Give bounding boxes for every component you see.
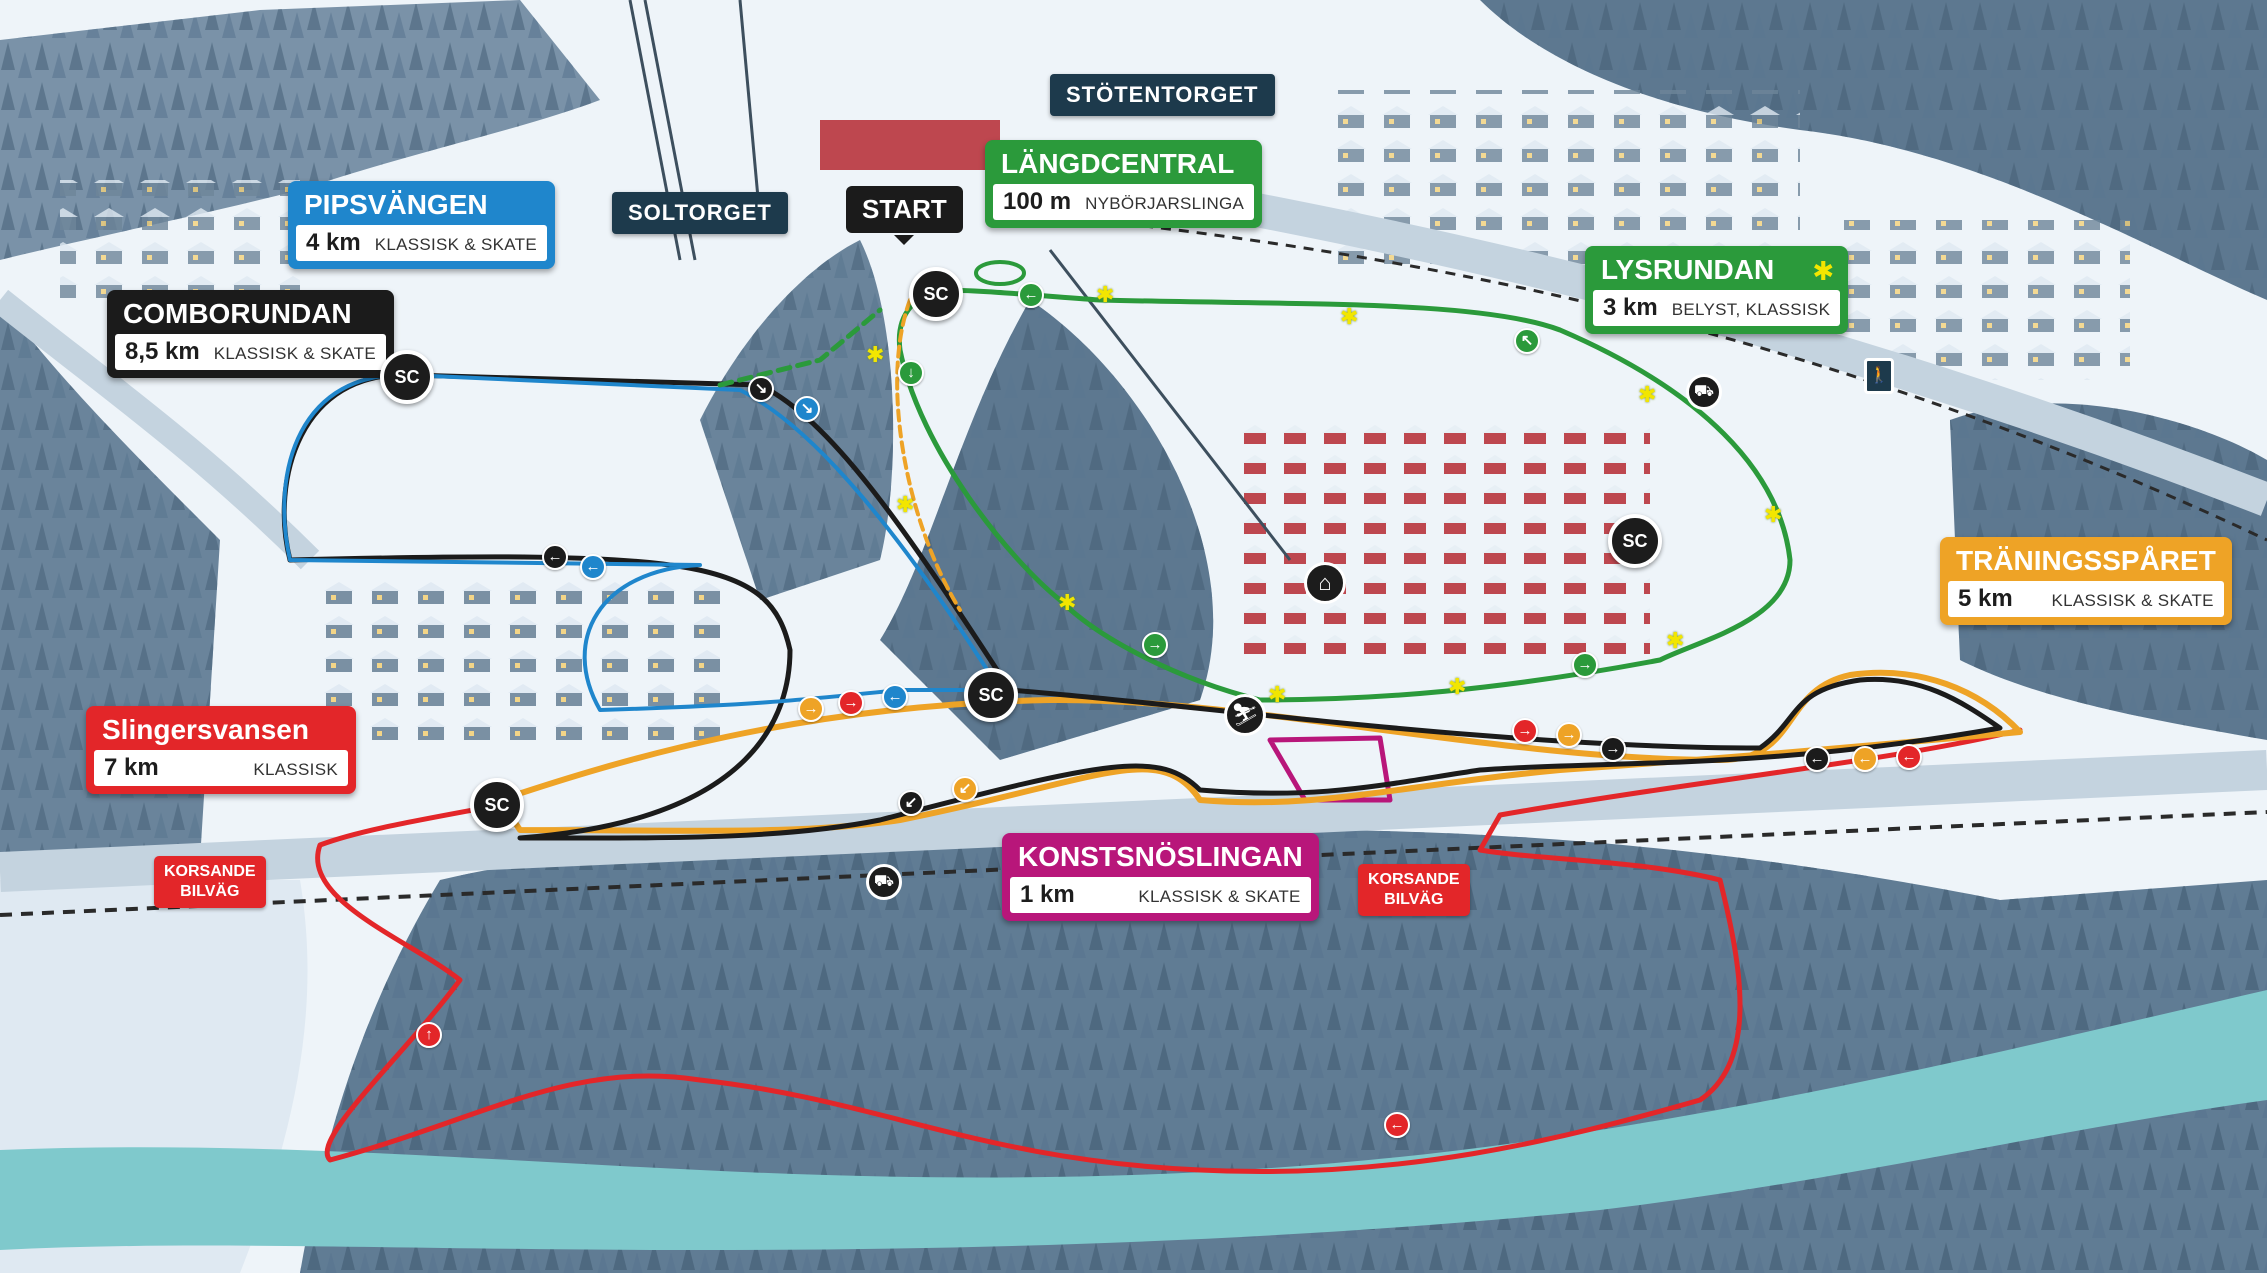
trail-info: 8,5 km KLASSISK & SKATE [115, 334, 386, 370]
sc-marker[interactable]: SC [470, 778, 524, 832]
direction-arrow-icon: ↘ [748, 376, 774, 402]
snowflake-icon: ✱ [1096, 282, 1115, 307]
trail-name: COMBORUNDAN [123, 298, 352, 329]
trail-style: KLASSISK & SKATE [374, 235, 537, 254]
snowflake-icon: ✱ [1448, 674, 1467, 699]
start-label: START [846, 186, 963, 245]
direction-arrow-icon: ← [580, 554, 606, 580]
trail-label-slingersvansen[interactable]: Slingersvansen 7 km KLASSISK [86, 706, 356, 794]
shelter-icon[interactable]: ⌂ [1304, 562, 1346, 604]
direction-arrow-icon: → [1600, 736, 1626, 762]
direction-arrow-icon: ↙ [952, 776, 978, 802]
direction-arrow-icon: → [1142, 632, 1168, 658]
sc-marker[interactable]: SC [909, 267, 963, 321]
snowflake-icon: ✱ [1764, 502, 1783, 527]
snowflake-icon: ✱ [1058, 590, 1077, 615]
snowmobile-icon[interactable]: ⛟ [866, 864, 902, 900]
sc-marker[interactable]: SC [380, 350, 434, 404]
villages [60, 90, 2130, 750]
trail-distance: 4 km [306, 229, 361, 256]
trail-name: LYSRUNDAN [1601, 254, 1775, 285]
direction-arrow-icon: ← [1852, 746, 1878, 772]
direction-arrow-icon: ↘ [794, 396, 820, 422]
snowflake-icon: ✱ [896, 492, 915, 517]
place-label-soltorget: SOLTORGET [612, 192, 788, 234]
direction-arrow-icon: ↓ [898, 360, 924, 386]
trail-style: NYBÖRJARSLINGA [1085, 194, 1245, 213]
river [0, 990, 2267, 1250]
snowflake-icon: ✱ [1638, 382, 1657, 407]
snowflake-icon: ✱ [1812, 256, 1835, 286]
trail-style: KLASSISK & SKATE [213, 344, 376, 363]
snowflake-icon: ✱ [866, 342, 885, 367]
trail-name: Slingersvansen [102, 714, 309, 745]
trail-info: 7 km KLASSISK [94, 750, 348, 786]
direction-arrow-icon: → [1512, 718, 1538, 744]
trail-info: 1 km KLASSISK & SKATE [1010, 877, 1311, 913]
road-crossing-warning-left: KORSANDE BILVÄG [154, 856, 266, 908]
trail-style: BELYST, KLASSISK [1671, 300, 1831, 319]
trail-name: LÄNGDCENTRAL [1001, 148, 1235, 179]
trail-name: KONSTSNÖSLINGAN [1018, 841, 1303, 872]
direction-arrow-icon: → [1556, 722, 1582, 748]
trail-info: 4 km KLASSISK & SKATE [296, 225, 547, 261]
trail-distance: 1 km [1020, 881, 1075, 908]
trail-distance: 100 m [1003, 188, 1072, 215]
trail-distance: 8,5 km [125, 338, 200, 365]
direction-arrow-icon: ← [542, 544, 568, 570]
direction-arrow-icon: ← [1384, 1112, 1410, 1138]
trail-label-pipsvangen[interactable]: PIPSVÄNGEN 4 km KLASSISK & SKATE [288, 181, 555, 269]
trail-style: KLASSISK [253, 760, 338, 779]
sc-marker[interactable]: SC [964, 668, 1018, 722]
trail-label-lysrundan[interactable]: ✱ LYSRUNDAN 3 km BELYST, KLASSISK [1585, 246, 1849, 334]
trail-distance: 7 km [104, 754, 159, 781]
trail-info: 5 km KLASSISK & SKATE [1948, 581, 2224, 617]
direction-arrow-icon: → [1572, 652, 1598, 678]
pedestrian-icon: 🚶 [1864, 358, 1894, 394]
sc-marker[interactable]: SC [1608, 514, 1662, 568]
trail-label-comborundan[interactable]: COMBORUNDAN 8,5 km KLASSISK & SKATE [107, 290, 394, 378]
snowflake-icon: ✱ [1268, 682, 1287, 707]
place-label-stotentorget: STÖTENTORGET [1050, 74, 1275, 116]
trail-label-konstsnoslingan[interactable]: KONSTSNÖSLINGAN 1 km KLASSISK & SKATE [1002, 833, 1319, 921]
trail-info: 3 km BELYST, KLASSISK [1593, 290, 1841, 326]
direction-arrow-icon: → [798, 696, 824, 722]
direction-arrow-icon: → [838, 690, 864, 716]
trail-label-traningssparet[interactable]: TRÄNINGSSPÅRET 5 km KLASSISK & SKATE [1940, 537, 2232, 625]
direction-arrow-icon: ← [882, 684, 908, 710]
trail-label-langdcentral[interactable]: LÄNGDCENTRAL 100 m NYBÖRJARSLINGA [985, 140, 1263, 228]
snowmobile-icon[interactable]: ⛟ [1686, 374, 1722, 410]
trail-name: TRÄNINGSSPÅRET [1956, 545, 2216, 576]
trail-style: KLASSISK & SKATE [2051, 591, 2214, 610]
skier-icon[interactable]: ⛷ [1224, 694, 1266, 736]
snowflake-icon: ✱ [1340, 304, 1359, 329]
direction-arrow-icon: ↖ [1514, 328, 1540, 354]
trail-style: KLASSISK & SKATE [1138, 887, 1301, 906]
direction-arrow-icon: ← [1018, 282, 1044, 308]
direction-arrow-icon: ← [1896, 744, 1922, 770]
trail-name: PIPSVÄNGEN [304, 189, 488, 220]
direction-arrow-icon: ← [1804, 746, 1830, 772]
trail-lines [281, 260, 2023, 1175]
trail-info: 100 m NYBÖRJARSLINGA [993, 184, 1255, 220]
direction-arrow-icon: ↙ [898, 790, 924, 816]
snowflake-icon: ✱ [1666, 628, 1685, 653]
trail-distance: 5 km [1958, 585, 2013, 612]
road-crossing-warning-right: KORSANDE BILVÄG [1358, 864, 1470, 916]
trail-distance: 3 km [1603, 294, 1658, 321]
direction-arrow-icon: ↑ [416, 1022, 442, 1048]
